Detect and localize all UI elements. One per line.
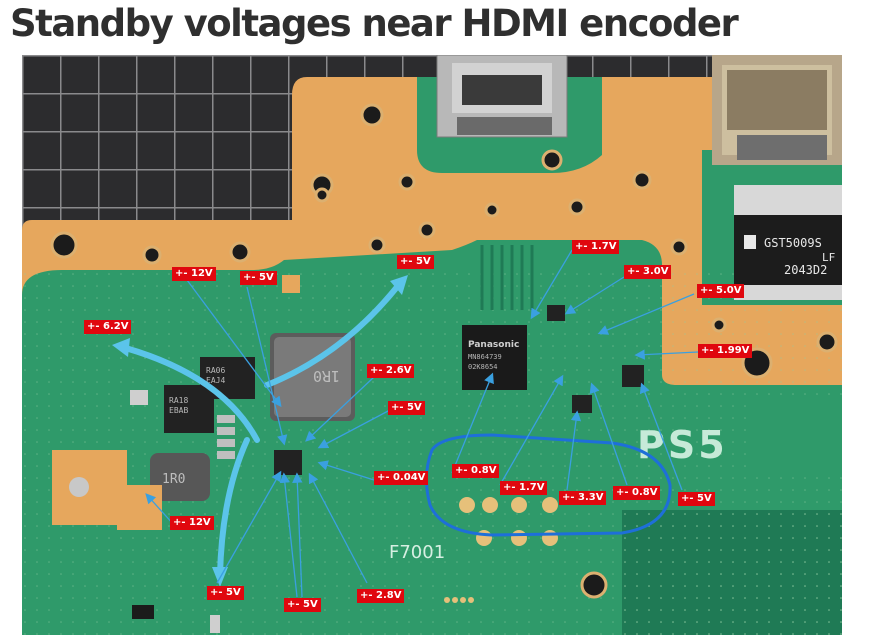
swoosh-arrow-down <box>217 437 250 578</box>
voltage-label: +- 5V <box>397 255 434 269</box>
voltage-label: +- 5V <box>207 586 244 600</box>
voltage-label: +- 3.3V <box>559 491 607 505</box>
pointer-lines <box>145 249 699 598</box>
voltage-label: +- 0.8V <box>452 464 500 478</box>
small-ic-3 <box>622 365 644 387</box>
voltage-label: +- 12V <box>170 516 214 530</box>
voltage-label: +- 5V <box>284 598 321 612</box>
rj45-connector <box>712 55 842 165</box>
small-ic-2 <box>572 395 592 413</box>
chip-a-line1: RA06 <box>206 366 225 375</box>
swoosh-arrow-up-right <box>264 284 400 388</box>
highlight-ellipse <box>425 433 672 537</box>
inductor-left-text: 1R0 <box>162 472 185 487</box>
solder-pad-left <box>52 450 127 525</box>
voltage-label: +- 1.7V <box>572 240 620 254</box>
voltage-label: +- 1.7V <box>500 481 548 495</box>
voltage-label: +- 12V <box>172 267 216 281</box>
mounting-holes <box>50 103 838 599</box>
voltage-label: +- 6.2V <box>84 320 132 334</box>
panasonic-line3: 02K8654 <box>468 363 498 371</box>
panasonic-hdmi-encoder: Panasonic MN864739 02K8654 <box>462 325 527 390</box>
gst-transformer-chip: GST5009S LF 2043D2 <box>734 185 842 300</box>
regulator-chip-b: RA18 EBAB <box>164 385 214 433</box>
chip-b-line2: EBAB <box>169 406 188 415</box>
gst-line3: 2043D2 <box>784 263 827 277</box>
small-ic-1 <box>274 450 302 475</box>
voltage-label: +- 2.8V <box>357 589 405 603</box>
swoosh-arrow-left <box>119 344 260 443</box>
voltage-label: +- 3.0V <box>624 265 672 279</box>
f7001-silkscreen: F7001 <box>389 542 445 563</box>
pcb-drawing: GST5009S LF 2043D2 Panasonic MN864739 02… <box>22 55 842 635</box>
voltage-label: +- 0.8V <box>613 486 661 500</box>
ps5-silkscreen: PS5 <box>637 423 728 467</box>
hdmi-connector <box>436 55 568 138</box>
panasonic-line1: Panasonic <box>468 340 519 350</box>
pcb-photo: GST5009S LF 2043D2 Panasonic MN864739 02… <box>22 55 842 635</box>
inductor-text: 1R0 <box>313 367 340 385</box>
page-title: Standby voltages near HDMI encoder <box>10 2 739 45</box>
gst-line2: LF <box>822 251 835 264</box>
voltage-label: +- 2.6V <box>367 364 415 378</box>
voltage-label: +- 5V <box>678 492 715 506</box>
voltage-label: +- 5V <box>388 401 425 415</box>
chip-a-line2: EAJ4 <box>206 376 225 385</box>
gst-line1: GST5009S <box>764 236 822 250</box>
voltage-label: +- 0.04V <box>374 471 429 485</box>
chip-b-line1: RA18 <box>169 396 188 405</box>
voltage-label: +- 1.99V <box>698 344 753 358</box>
voltage-label: +- 5.0V <box>697 284 745 298</box>
inductor-left: 1R0 <box>150 453 210 501</box>
voltage-label: +- 5V <box>240 271 277 285</box>
power-inductor: 1R0 <box>270 333 355 421</box>
panasonic-line2: MN864739 <box>468 353 502 361</box>
